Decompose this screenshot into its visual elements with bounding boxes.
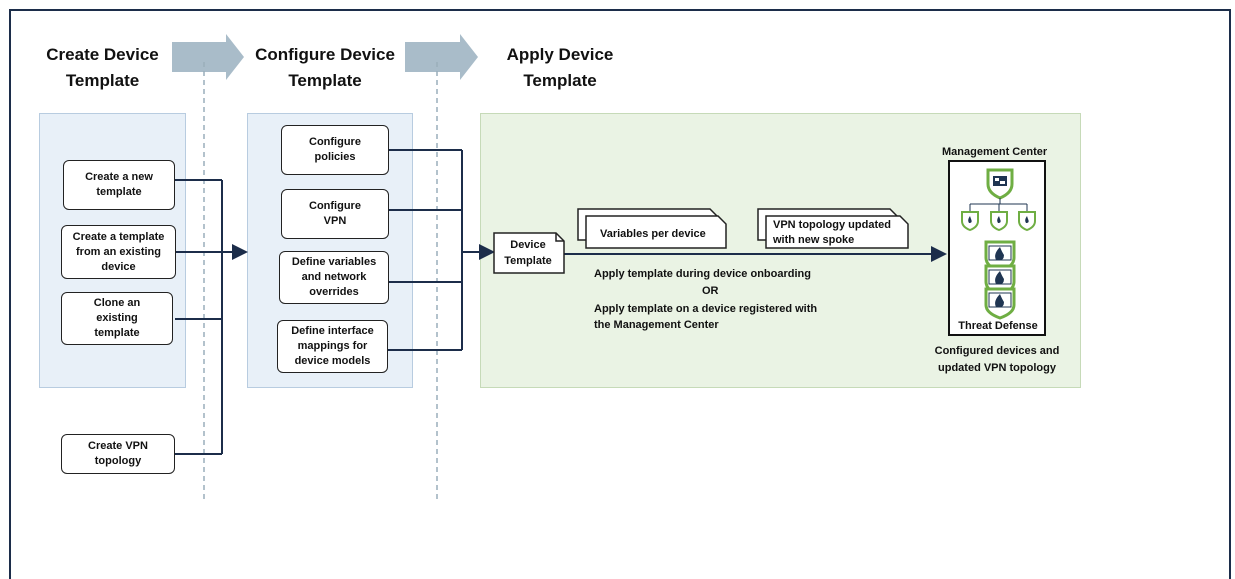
management-center-icon xyxy=(986,168,1014,200)
stage-arrow-2 xyxy=(405,34,478,80)
stage-arrow-1 xyxy=(172,34,244,80)
apply-onboarding-text: Apply template during device onboarding xyxy=(594,268,811,280)
define-interfaces-box: Define interface mappings for device mod… xyxy=(277,320,388,373)
define-variables-box: Define variables and network overrides xyxy=(279,251,389,304)
diagram-frame xyxy=(9,9,1231,579)
clone-template-box: Clone an existing template xyxy=(61,292,173,345)
configure-policies-box: Configure policies xyxy=(281,125,389,175)
management-center-title: Management Center xyxy=(942,146,1048,158)
apply-registered-text: Apply template on a device registered wi… xyxy=(594,303,818,331)
create-vpn-topology-box: Create VPN topology xyxy=(61,434,175,474)
stage-title-configure: Configure Device Template xyxy=(255,45,395,90)
configured-devices-label: Configured devices and updated VPN topol… xyxy=(934,345,1060,374)
variables-per-device-label: Variables per device xyxy=(600,228,706,240)
device-template-label: Device Template xyxy=(504,239,552,267)
configure-vpn-box: Configure VPN xyxy=(281,189,389,239)
apply-or-text: OR xyxy=(702,285,719,297)
stage-title-create: Create Device Template xyxy=(46,45,159,90)
create-from-device-box: Create a template from an existing devic… xyxy=(61,225,176,279)
small-shield-icons xyxy=(961,211,1036,232)
threat-defense-icons xyxy=(984,240,1016,320)
threat-defense-label: Threat Defense xyxy=(958,320,1038,332)
create-new-template-box: Create a new template xyxy=(63,160,175,210)
stage-title-apply: Apply Device Template xyxy=(506,45,614,90)
vpn-topology-updated-label: VPN topology updated with new spoke xyxy=(773,219,891,246)
